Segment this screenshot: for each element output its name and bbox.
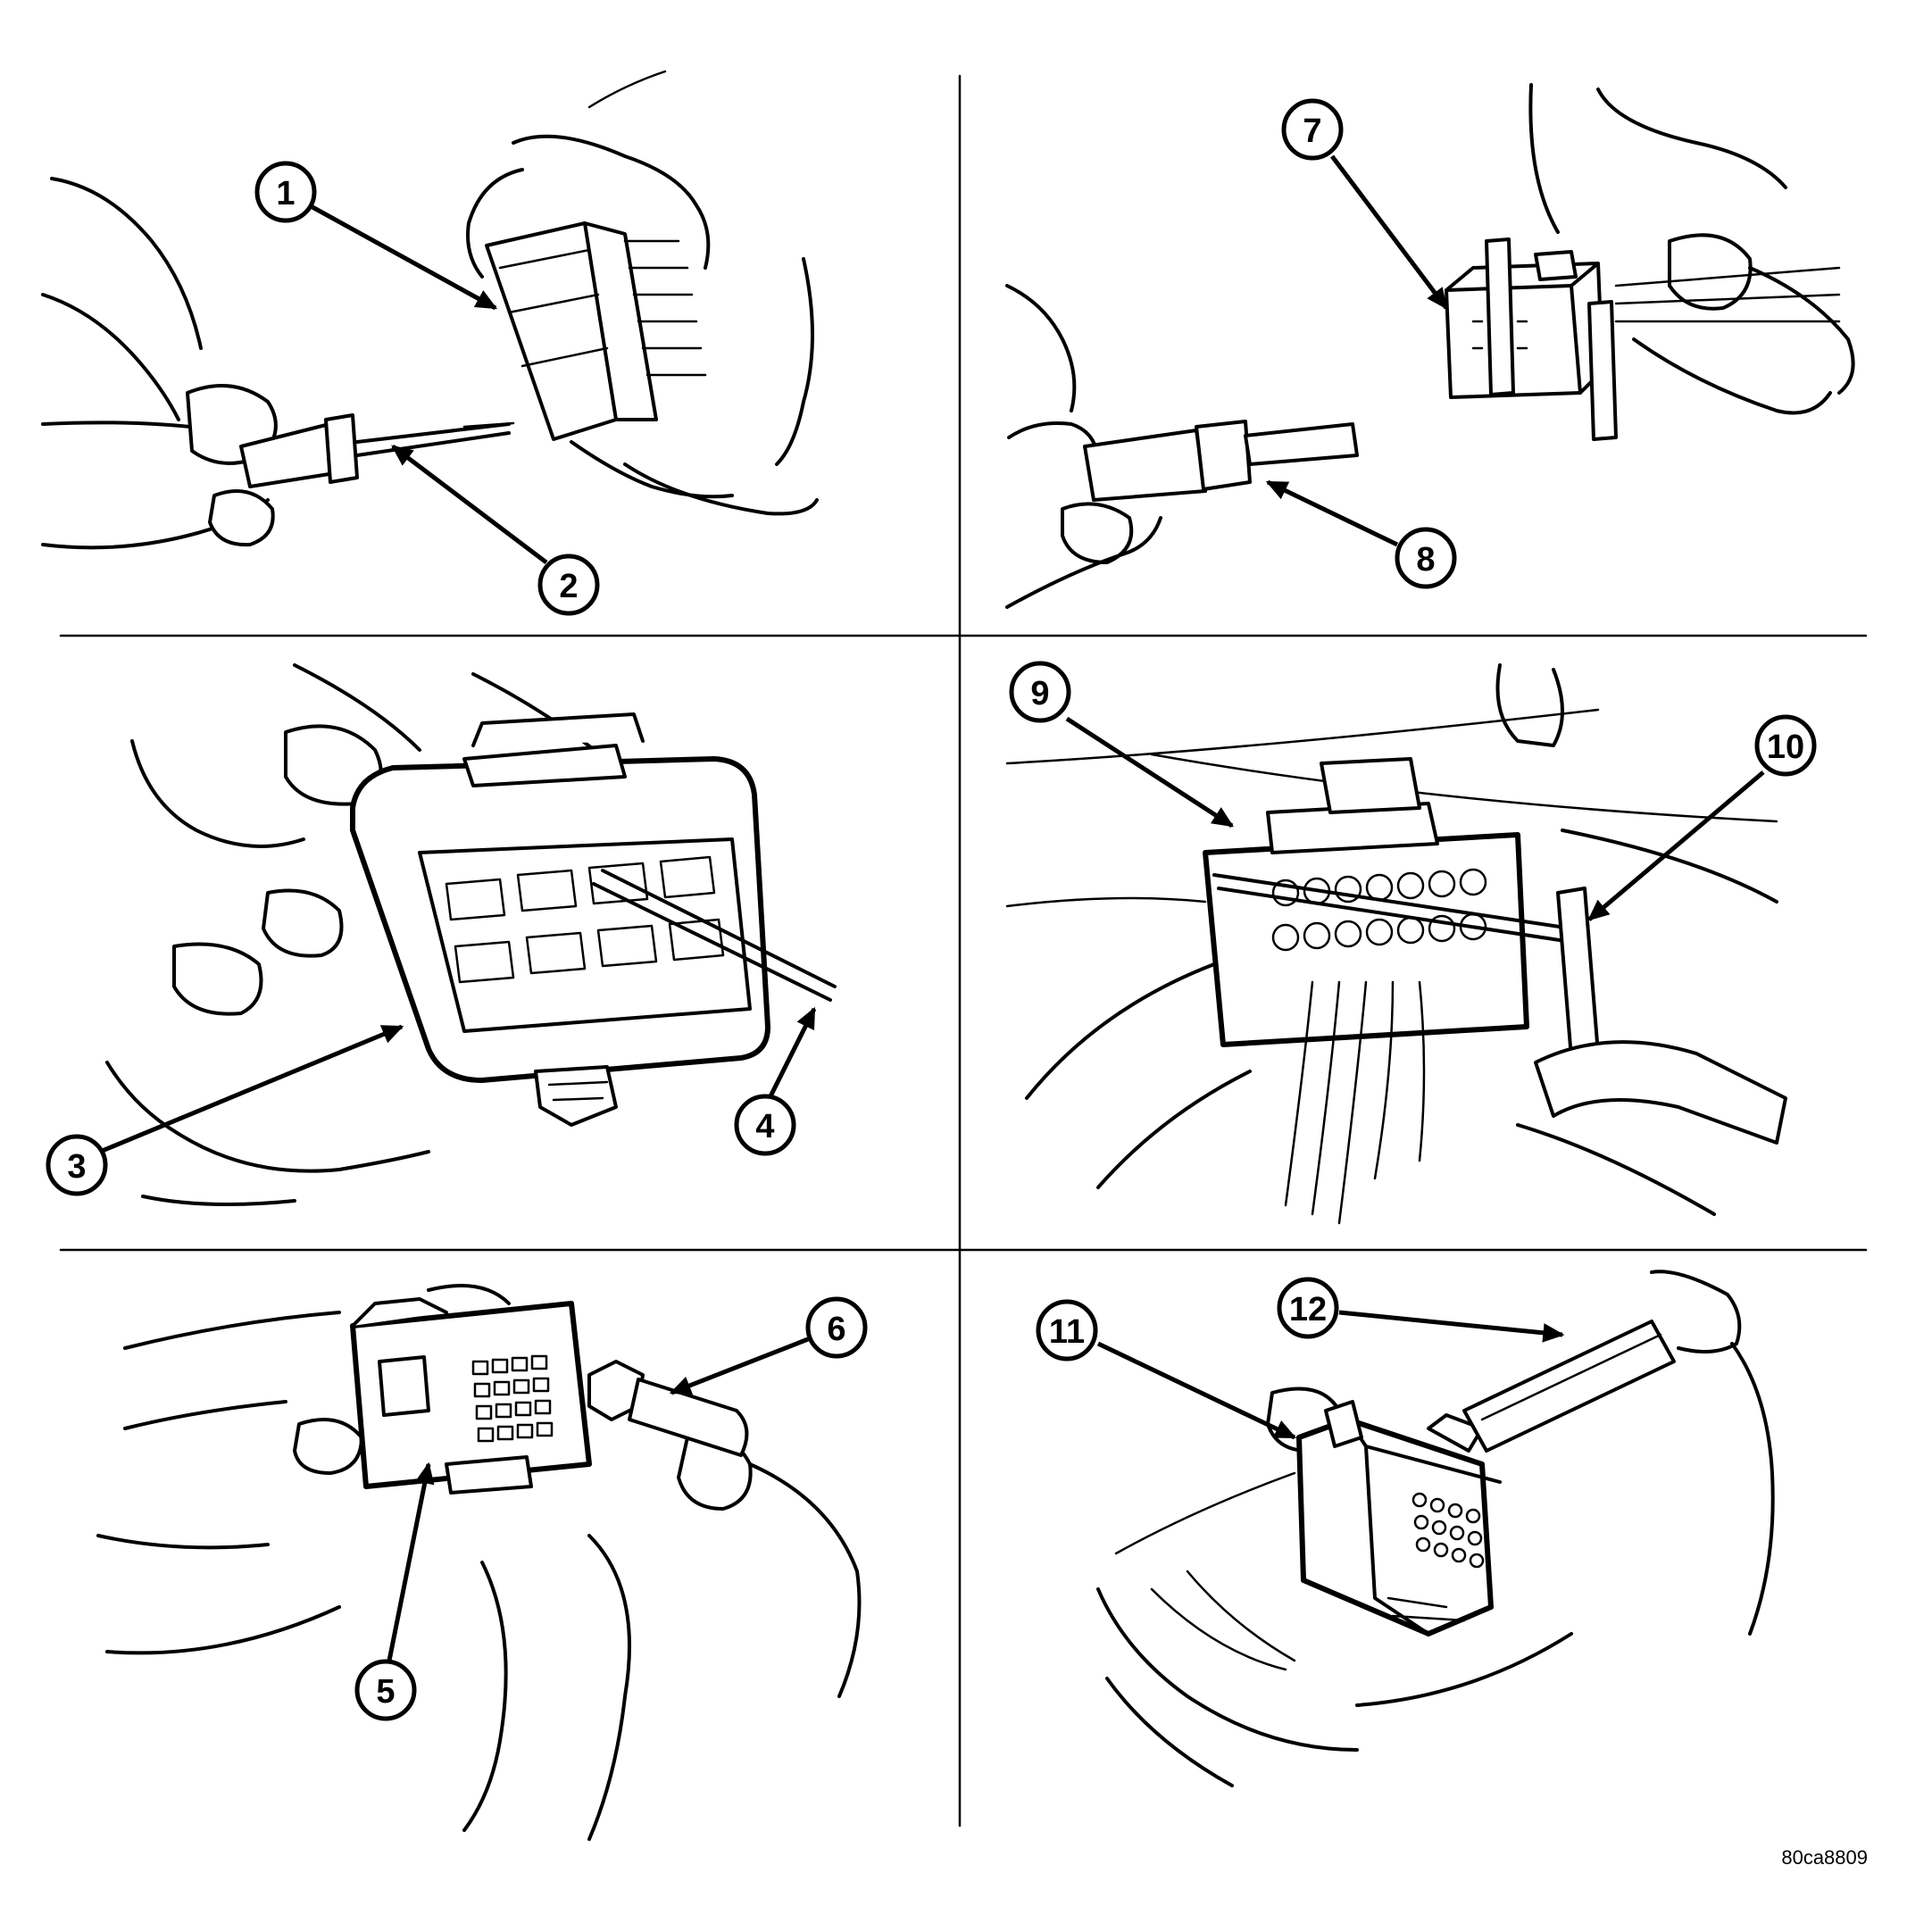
callout-10-label: 10 [1767, 729, 1804, 766]
callout-6: 6 [805, 1296, 868, 1359]
leader-3 [99, 1024, 404, 1154]
callout-12: 12 [1277, 1277, 1339, 1339]
callout-8-label: 8 [1416, 541, 1435, 579]
callouts: 1 2 3 4 5 6 7 8 [46, 98, 1817, 1721]
callout-1: 1 [254, 161, 317, 223]
panel-large-connector-pick [105, 663, 837, 1206]
callout-3: 3 [46, 1134, 108, 1196]
leader-11 [1096, 1341, 1297, 1440]
leader-5 [387, 1461, 435, 1661]
callout-9: 9 [1009, 661, 1071, 723]
panel-locking-connector-tool [1005, 83, 1855, 609]
panel-connector-rear-tool [1005, 663, 1787, 1225]
callout-7: 7 [1281, 98, 1344, 161]
panel-connector-angled-tool [1096, 1270, 1775, 1787]
figure-id-label: 80ca8809 [1781, 1846, 1868, 1869]
callout-2: 2 [537, 554, 600, 616]
panel-dividers [59, 74, 1868, 1828]
leader-lines [99, 154, 1765, 1661]
callout-9-label: 9 [1030, 675, 1049, 712]
callout-11-label: 11 [1049, 1313, 1085, 1351]
leader-10 [1587, 770, 1765, 921]
panel-connector-face-pick [96, 1284, 862, 1841]
callout-4-label: 4 [755, 1108, 774, 1145]
callout-7-label: 7 [1303, 112, 1321, 150]
callout-6-label: 6 [827, 1311, 845, 1348]
callout-1-label: 1 [276, 175, 295, 212]
callout-3-label: 3 [67, 1148, 86, 1186]
leader-12 [1338, 1310, 1565, 1343]
callout-12-label: 12 [1289, 1291, 1327, 1328]
leader-1 [311, 204, 498, 311]
callout-2-label: 2 [559, 568, 578, 605]
callout-10: 10 [1754, 714, 1817, 777]
callout-8: 8 [1395, 527, 1457, 589]
leader-2 [391, 445, 548, 564]
callout-5: 5 [354, 1659, 417, 1721]
leader-4 [767, 1006, 817, 1100]
panel-connector-pick-tool [41, 70, 819, 550]
callout-4: 4 [734, 1094, 796, 1156]
leader-7 [1330, 154, 1448, 310]
leader-8 [1265, 479, 1399, 547]
leader-6 [669, 1337, 809, 1395]
leader-9 [1065, 716, 1235, 829]
callout-11: 11 [1036, 1299, 1098, 1362]
callout-5-label: 5 [376, 1673, 395, 1711]
